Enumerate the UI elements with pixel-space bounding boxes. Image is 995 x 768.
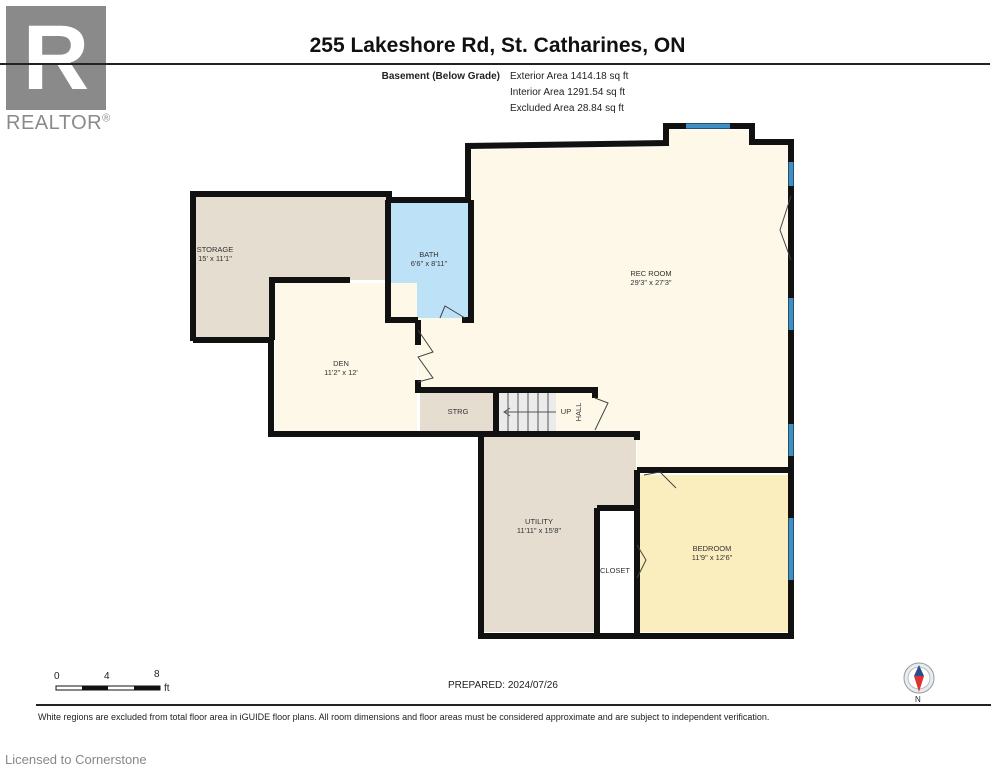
prepared-date: PREPARED: 2024/07/26 <box>448 680 558 691</box>
footer-divider <box>36 704 991 706</box>
storage-label: STORAGE <box>197 245 234 254</box>
bedroom-room <box>640 475 788 632</box>
up-label: UP <box>561 407 571 416</box>
rec-room <box>418 130 788 470</box>
closet-label: CLOSET <box>600 566 630 575</box>
strg-label: STRG <box>448 407 469 416</box>
windows <box>686 123 794 580</box>
scale-tick-4: 4 <box>104 671 110 682</box>
scale-tick-8: 8 <box>154 669 160 680</box>
scale-unit: ft <box>164 683 170 694</box>
realtor-logo-letter: R <box>22 7 90 109</box>
registered-mark: ® <box>102 112 111 125</box>
closet-room <box>597 510 635 632</box>
bedroom-label: BEDROOM <box>693 544 732 553</box>
room-fills <box>196 130 788 632</box>
header-divider <box>0 63 990 65</box>
storage-dims: 15' x 11'1" <box>198 254 232 263</box>
floor-level: Basement (Below Grade) <box>381 71 500 82</box>
scale-tick-0: 0 <box>54 671 60 682</box>
compass-label: N <box>915 695 921 704</box>
den-room <box>275 283 417 433</box>
license-notice: Licensed to Cornerstone <box>5 752 147 767</box>
hall-room <box>556 392 595 433</box>
disclaimer: White regions are excluded from total fl… <box>38 712 770 722</box>
bath-dims: 6'6" x 8'11" <box>411 259 448 268</box>
den-dims: 11'2" x 12' <box>324 368 358 377</box>
compass-icon <box>903 662 935 694</box>
rec-label: REC ROOM <box>630 269 671 278</box>
strg-room <box>420 392 495 433</box>
bedroom-dims: 11'9" x 12'6" <box>692 553 733 562</box>
utility-label: UTILITY <box>525 517 553 526</box>
exterior-area: Exterior Area 1414.18 sq ft <box>510 71 629 82</box>
page-title: 255 Lakeshore Rd, St. Catharines, ON <box>309 34 686 57</box>
utility-dims: 11'11" x 15'8" <box>517 526 562 535</box>
excluded-area: Excluded Area 28.84 sq ft <box>510 103 624 114</box>
walls <box>190 123 794 639</box>
scale-bar <box>55 685 161 691</box>
bath-label: BATH <box>419 250 438 259</box>
realtor-text: REALTOR <box>6 112 103 134</box>
interior-area: Interior Area 1291.54 sq ft <box>510 87 626 98</box>
doors <box>417 195 792 579</box>
den-label: DEN <box>333 359 349 368</box>
stair-treads <box>503 392 556 432</box>
realtor-logo: R <box>6 6 106 110</box>
rec-dims: 29'3" x 27'3" <box>630 278 671 287</box>
realtor-wordmark: REALTOR® <box>6 112 111 135</box>
storage-room <box>196 197 386 340</box>
hall-label: HALL <box>574 403 583 422</box>
